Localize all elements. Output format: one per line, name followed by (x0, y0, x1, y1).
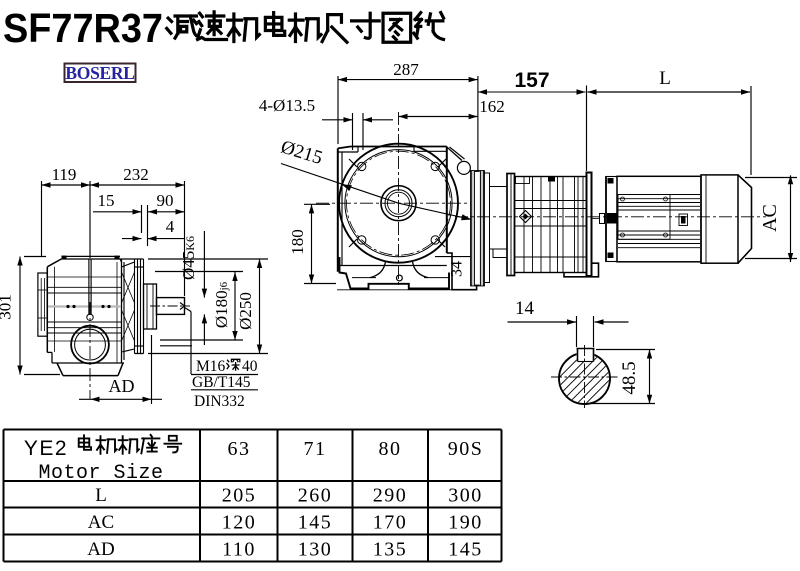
svg-text:Ø180j6: Ø180j6 (212, 281, 231, 328)
svg-text:190: 190 (448, 512, 483, 534)
svg-text:80: 80 (379, 438, 402, 460)
svg-text:14: 14 (515, 298, 535, 319)
svg-text:4: 4 (166, 217, 175, 236)
svg-text:145: 145 (448, 539, 483, 561)
svg-text:145: 145 (298, 512, 333, 534)
svg-text:130: 130 (298, 539, 333, 561)
svg-text:48.5: 48.5 (619, 361, 640, 394)
svg-text:4-Ø13.5: 4-Ø13.5 (259, 96, 315, 115)
svg-text:119: 119 (52, 165, 77, 184)
svg-text:90S: 90S (448, 438, 484, 460)
svg-text:170: 170 (373, 512, 408, 534)
svg-text:90: 90 (157, 191, 174, 210)
svg-text:L: L (95, 485, 107, 506)
svg-text:Ø45K6: Ø45K6 (179, 236, 198, 280)
svg-text:135: 135 (373, 539, 408, 561)
svg-text:DIN332: DIN332 (194, 393, 245, 410)
svg-text:205: 205 (222, 485, 257, 507)
svg-text:AD: AD (109, 376, 135, 396)
svg-text:290: 290 (373, 485, 408, 507)
svg-text:AD: AD (87, 539, 114, 560)
svg-text:BOSERL: BOSERL (65, 63, 134, 83)
svg-text:300: 300 (448, 485, 483, 507)
svg-text:Ø250: Ø250 (236, 292, 255, 330)
svg-text:71: 71 (304, 438, 327, 460)
svg-text:232: 232 (123, 165, 149, 184)
svg-text:63: 63 (228, 438, 251, 460)
svg-text:L: L (659, 68, 671, 89)
svg-text:180: 180 (288, 229, 307, 255)
svg-text:287: 287 (393, 60, 419, 79)
svg-text:SF77R37: SF77R37 (3, 5, 163, 51)
svg-text:34: 34 (449, 261, 466, 277)
svg-text:AC: AC (88, 512, 114, 533)
svg-text:120: 120 (222, 512, 257, 534)
svg-text:157: 157 (514, 69, 549, 92)
svg-text:Motor Size: Motor Size (38, 462, 163, 485)
svg-text:M16: M16 (196, 358, 226, 375)
svg-text:15: 15 (98, 191, 115, 210)
svg-text:260: 260 (298, 485, 333, 507)
svg-text:YE2: YE2 (24, 437, 68, 460)
svg-text:301: 301 (0, 294, 15, 320)
svg-text:40: 40 (242, 358, 258, 375)
svg-text:162: 162 (479, 97, 505, 116)
svg-text:AC: AC (759, 204, 781, 232)
svg-text:GB/T145: GB/T145 (192, 374, 251, 391)
svg-text:110: 110 (222, 539, 256, 561)
